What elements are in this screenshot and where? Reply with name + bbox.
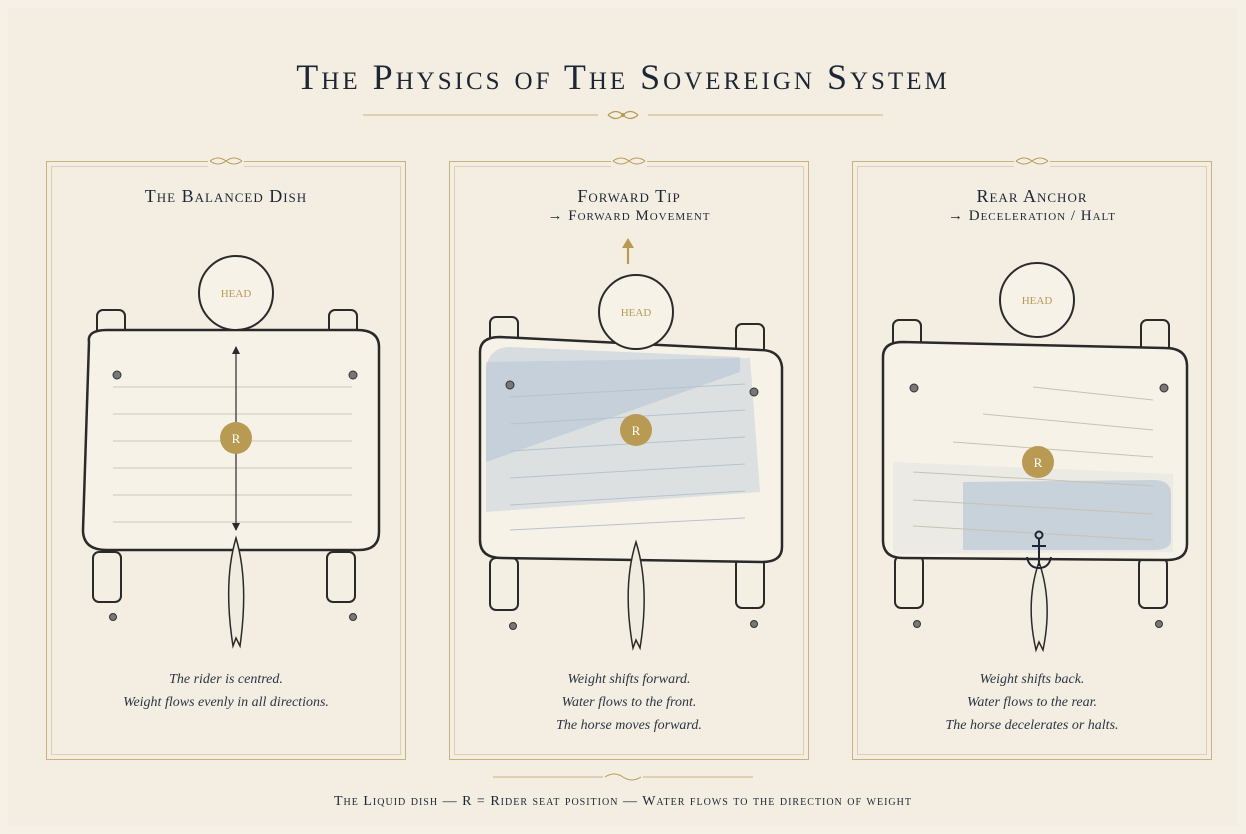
head-label: HEAD	[621, 307, 652, 319]
footer-legend: The Liquid dish — R = Rider seat positio…	[334, 794, 912, 809]
panel-caption: Weight shifts back. Water flows to the r…	[853, 668, 1211, 737]
flourish-ornament	[611, 154, 647, 168]
head-label: HEAD	[1022, 295, 1053, 307]
tail-icon	[227, 535, 245, 649]
saddle-diagram-rear: HEAD R	[881, 262, 1189, 653]
anchor-icon	[1026, 530, 1052, 570]
footer-flourish	[493, 773, 753, 781]
rider-label: R	[232, 431, 241, 446]
panel-title: Rear Anchor	[976, 186, 1088, 206]
rider-badge	[220, 422, 252, 454]
title-flourish	[363, 110, 883, 120]
page: The Physics of The Sovereign System The …	[8, 8, 1238, 826]
caption-line: Weight shifts forward.	[567, 672, 691, 687]
flourish-ornament	[208, 154, 244, 168]
panel-forward-tip: Forward Tip → Forward Movement	[449, 154, 809, 760]
caption-line: The horse moves forward.	[556, 718, 702, 733]
caption-line: The rider is centred.	[169, 672, 283, 687]
rider-badge	[620, 414, 652, 446]
up-arrow-icon	[622, 238, 634, 264]
caption-line: Weight shifts back.	[979, 672, 1085, 687]
page-title: The Physics of The Sovereign System	[296, 57, 950, 97]
head-label: HEAD	[221, 288, 252, 300]
caption-line: Water flows to the rear.	[966, 695, 1098, 710]
saddle-diagram-forward: HEAD R	[478, 238, 784, 651]
panel-rear-anchor: Rear Anchor → Deceleration / Halt	[852, 154, 1212, 760]
panel-title: The Balanced Dish	[144, 186, 308, 206]
caption-line: Weight flows evenly in all directions.	[123, 695, 329, 710]
rider-label: R	[632, 423, 641, 438]
saddle-diagram-balanced: HEAD R	[81, 255, 381, 649]
flourish-ornament	[1014, 154, 1050, 168]
panel-balanced-dish: The Balanced Dish HEAD	[46, 154, 406, 760]
caption-line: Water flows to the front.	[561, 695, 697, 710]
caption-line: The horse decelerates or halts.	[945, 718, 1119, 733]
rider-badge	[1022, 446, 1054, 478]
panel-title: Forward Tip	[577, 186, 681, 206]
panel-subtitle: → Forward Movement	[547, 208, 711, 224]
tail-icon	[1030, 559, 1048, 653]
panel-subtitle: → Deceleration / Halt	[947, 208, 1116, 224]
tail-icon	[627, 539, 645, 651]
rider-label: R	[1034, 455, 1043, 470]
panel-caption: The rider is centred. Weight flows evenl…	[47, 668, 405, 714]
panel-caption: Weight shifts forward. Water flows to th…	[450, 668, 808, 737]
